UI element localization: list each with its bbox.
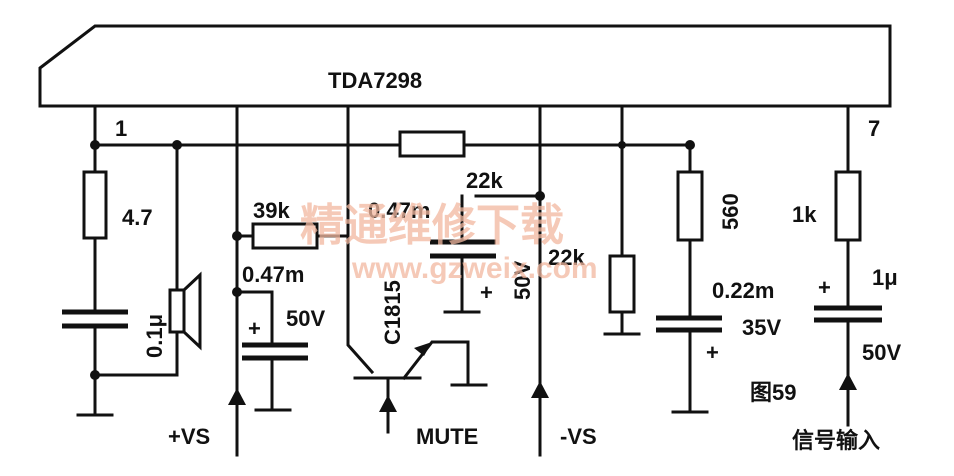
cap-0p1u-label: 0.1μ (142, 314, 167, 358)
cap-c-plus: + (706, 340, 719, 365)
node-39k (232, 231, 242, 241)
watermark-url: www.gzweix.com (351, 252, 598, 285)
ic-label: TDA7298 (328, 68, 422, 93)
resistor-1k-label: 1k (792, 202, 817, 227)
plus-vs-arrow-icon (228, 388, 246, 405)
resistor-22k-right (608, 254, 636, 314)
pin-7-label: 7 (868, 116, 880, 141)
plus-vs-label: +VS (168, 424, 210, 449)
cap-a-wire (235, 290, 274, 412)
transistor-label: C1815 (380, 280, 405, 345)
cap-0p47m-a-label: 0.47m (242, 262, 304, 287)
speaker-body (168, 288, 186, 334)
cap-35v-label: 35V (742, 315, 781, 340)
resistor-39k (251, 222, 319, 250)
resistor-39k-label: 39k (253, 198, 290, 223)
transistor-collector-lead (346, 104, 375, 375)
mute-arrow-icon (379, 395, 397, 412)
transistor-emitter-lead (401, 340, 470, 387)
cap-0p47m-b-label: 0.47m (368, 198, 430, 223)
cap-d-plus: + (818, 275, 831, 300)
feedback-resistor (398, 130, 466, 158)
cap-a-plus: + (248, 316, 261, 341)
mute-label: MUTE (416, 424, 478, 449)
speaker-wire (93, 143, 179, 377)
resistor-4p7-label: 4.7 (122, 205, 153, 230)
cap-a-voltage: 50V (286, 306, 325, 331)
signal-input-arrow-icon (839, 373, 857, 390)
resistor-22k-top-label: 22k (466, 168, 503, 193)
resistor-560 (676, 170, 704, 242)
cap-b-voltage: 50V (510, 261, 535, 300)
speaker-cone-icon (182, 271, 202, 351)
cap-b-plus: + (480, 280, 493, 305)
signal-input-label: 信号输入 (792, 428, 880, 453)
node-cap-a (232, 287, 242, 297)
resistor-560-label: 560 (718, 193, 743, 230)
minus-vs-label: -VS (560, 424, 597, 449)
resistor-22k-right-label: 22k (548, 245, 585, 270)
transistor-emitter-arrow-icon (414, 342, 432, 356)
figure-label: 图59 (750, 380, 796, 405)
resistor-4p7 (82, 170, 108, 240)
minus-vs-arrow-icon (531, 381, 549, 398)
cap-0p22m-label: 0.22m (712, 278, 774, 303)
pin-1-label: 1 (115, 116, 127, 141)
ic-body (38, 24, 892, 108)
cap-1u-label: 1μ (872, 265, 898, 290)
resistor-1k (834, 170, 862, 242)
watermark-title: 精通维修下载 (300, 200, 564, 251)
cap-d-voltage: 50V (862, 340, 901, 365)
